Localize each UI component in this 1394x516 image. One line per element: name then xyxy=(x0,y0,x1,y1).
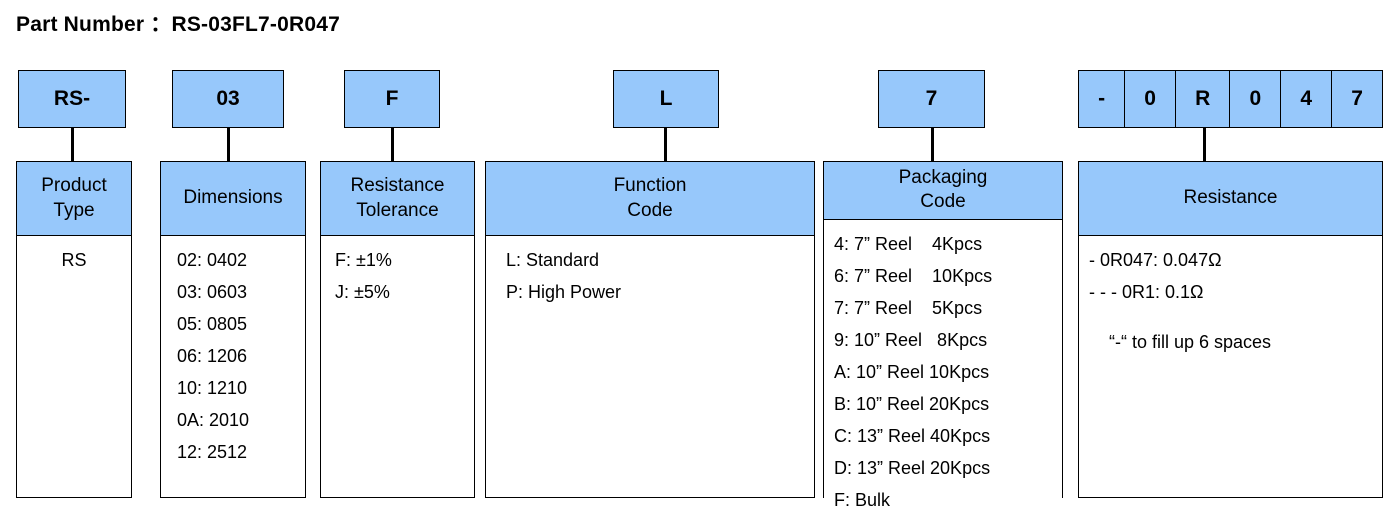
code-group-resistance[interactable]: - 0 R 0 4 7 xyxy=(1078,70,1383,128)
column-dimensions-header: Dimensions xyxy=(161,162,305,236)
column-resistance-tolerance-header-line-1: Resistance xyxy=(350,175,445,197)
list-item: - - - 0R1: 0.1Ω xyxy=(1089,282,1204,303)
list-item: RS xyxy=(61,250,87,270)
column-resistance-header: Resistance xyxy=(1079,162,1382,236)
code-box-product-type[interactable]: RS- xyxy=(18,70,126,128)
connector-product-type xyxy=(71,128,74,161)
list-item: L: Standard xyxy=(506,250,600,270)
part-number-value: RS-03FL7-0R047 xyxy=(171,13,341,36)
column-packaging-code-body: 4: 7” Reel 4Kpcs 6: 7” Reel 10Kpcs 7: 7”… xyxy=(824,219,1062,516)
column-packaging-code-header: Packaging Code xyxy=(824,162,1062,220)
list-item: - 0R047: 0.047Ω xyxy=(1089,250,1222,270)
code-cell-resistance-5[interactable]: 4 xyxy=(1281,71,1333,127)
connector-packaging xyxy=(931,128,934,161)
list-item: F: Bulk xyxy=(834,489,891,510)
list-item: 9: 10” Reel 8Kpcs xyxy=(834,329,988,350)
list-item: 02: 0402 xyxy=(177,250,248,270)
column-packaging-code: Packaging Code 4: 7” Reel 4Kpcs 6: 7” Re… xyxy=(823,161,1063,516)
list-item: A: 10” Reel 10Kpcs xyxy=(834,361,990,382)
column-resistance-tolerance-list: F: ±1% J: ±5% xyxy=(321,244,474,308)
column-function-code-list: L: Standard P: High Power xyxy=(486,244,814,308)
code-box-packaging[interactable]: 7 xyxy=(878,70,985,128)
list-item: F: ±1% xyxy=(335,250,392,270)
list-item: 05: 0805 xyxy=(177,314,248,335)
column-resistance-tolerance: Resistance Tolerance F: ±1% J: ±5% xyxy=(320,161,475,498)
connector-dimensions xyxy=(227,128,230,161)
code-box-product-type-text: RS- xyxy=(53,87,91,110)
list-item: 06: 1206 xyxy=(177,346,248,367)
code-cell-resistance-1-text: - xyxy=(1098,87,1106,110)
column-resistance-header-line-1: Resistance xyxy=(1183,187,1278,209)
column-function-code-header-line-2: Code xyxy=(627,199,673,221)
code-cell-resistance-3[interactable]: R xyxy=(1176,71,1231,127)
page-title: Part Number ：RS-03FL7-0R047 xyxy=(16,8,340,38)
list-item: 4: 7” Reel 4Kpcs xyxy=(834,233,983,254)
connector-resistance xyxy=(1203,128,1206,161)
list-item: 03: 0603 xyxy=(177,282,248,303)
connector-tolerance xyxy=(391,128,394,161)
list-item: D: 13” Reel 20Kpcs xyxy=(834,457,991,478)
list-item: 10: 1210 xyxy=(177,378,248,399)
code-box-function[interactable]: L xyxy=(613,70,719,128)
code-cell-resistance-6[interactable]: 7 xyxy=(1332,71,1382,127)
column-product-type-header-line-2: Type xyxy=(53,199,95,221)
column-resistance-body: - 0R047: 0.047Ω - - - 0R1: 0.1Ω “-“ to f… xyxy=(1079,236,1382,497)
column-resistance-tolerance-body: F: ±1% J: ±5% xyxy=(321,236,474,497)
code-box-packaging-text: 7 xyxy=(925,87,938,110)
column-packaging-code-header-line-2: Code xyxy=(920,191,966,213)
list-item: J: ±5% xyxy=(335,282,390,303)
column-dimensions-body: 02: 0402 03: 0603 05: 0805 06: 1206 10: … xyxy=(161,236,305,497)
column-dimensions-list: 02: 0402 03: 0603 05: 0805 06: 1206 10: … xyxy=(161,244,305,468)
list-item: B: 10” Reel 20Kpcs xyxy=(834,393,990,414)
column-function-code: Function Code L: Standard P: High Power xyxy=(485,161,815,498)
list-item: 7: 7” Reel 5Kpcs xyxy=(834,297,983,318)
spacer xyxy=(1079,308,1382,326)
column-dimensions-header-line-1: Dimensions xyxy=(183,187,283,209)
list-item: 6: 7” Reel 10Kpcs xyxy=(834,265,993,286)
code-box-resistance-tolerance-text: F xyxy=(385,87,399,110)
code-cell-resistance-4[interactable]: 0 xyxy=(1230,71,1282,127)
code-cell-resistance-5-text: 4 xyxy=(1300,87,1313,110)
column-product-type-body: RS xyxy=(17,236,131,497)
code-box-function-text: L xyxy=(659,87,673,110)
code-box-resistance-tolerance[interactable]: F xyxy=(344,70,440,128)
column-resistance: Resistance - 0R047: 0.047Ω - - - 0R1: 0.… xyxy=(1078,161,1383,498)
list-item: 12: 2512 xyxy=(177,442,248,463)
column-packaging-code-list: 4: 7” Reel 4Kpcs 6: 7” Reel 10Kpcs 7: 7”… xyxy=(824,228,1062,516)
column-product-type-header-line-1: Product xyxy=(41,175,107,197)
column-function-code-body: L: Standard P: High Power xyxy=(486,236,814,497)
column-resistance-list: - 0R047: 0.047Ω - - - 0R1: 0.1Ω xyxy=(1079,244,1382,308)
code-cell-resistance-1[interactable]: - xyxy=(1079,71,1126,127)
column-product-type: Product Type RS xyxy=(16,161,132,498)
column-product-type-list: RS xyxy=(17,244,131,276)
column-resistance-tolerance-header-line-2: Tolerance xyxy=(356,199,439,221)
code-cell-resistance-6-text: 7 xyxy=(1351,87,1363,110)
column-product-type-header: Product Type xyxy=(17,162,131,236)
column-function-code-header: Function Code xyxy=(486,162,814,236)
code-cell-resistance-4-text: 0 xyxy=(1249,87,1262,110)
connector-function xyxy=(664,128,667,161)
code-cell-resistance-3-text: R xyxy=(1195,87,1211,110)
column-function-code-header-line-1: Function xyxy=(613,175,687,197)
list-item: 0A: 2010 xyxy=(177,410,250,431)
code-box-dimensions-text: 03 xyxy=(216,87,240,110)
resistance-note: “-“ to fill up 6 spaces xyxy=(1109,332,1272,353)
code-cell-resistance-2-text: 0 xyxy=(1144,87,1156,110)
code-box-dimensions[interactable]: 03 xyxy=(172,70,284,128)
code-cell-resistance-2[interactable]: 0 xyxy=(1125,71,1177,127)
column-dimensions: Dimensions 02: 0402 03: 0603 05: 0805 06… xyxy=(160,161,306,498)
list-item: P: High Power xyxy=(506,282,622,303)
part-number-label: Part Number ： xyxy=(16,13,172,36)
list-item: C: 13” Reel 40Kpcs xyxy=(834,425,991,446)
column-resistance-tolerance-header: Resistance Tolerance xyxy=(321,162,474,236)
column-packaging-code-header-line-1: Packaging xyxy=(898,167,988,188)
